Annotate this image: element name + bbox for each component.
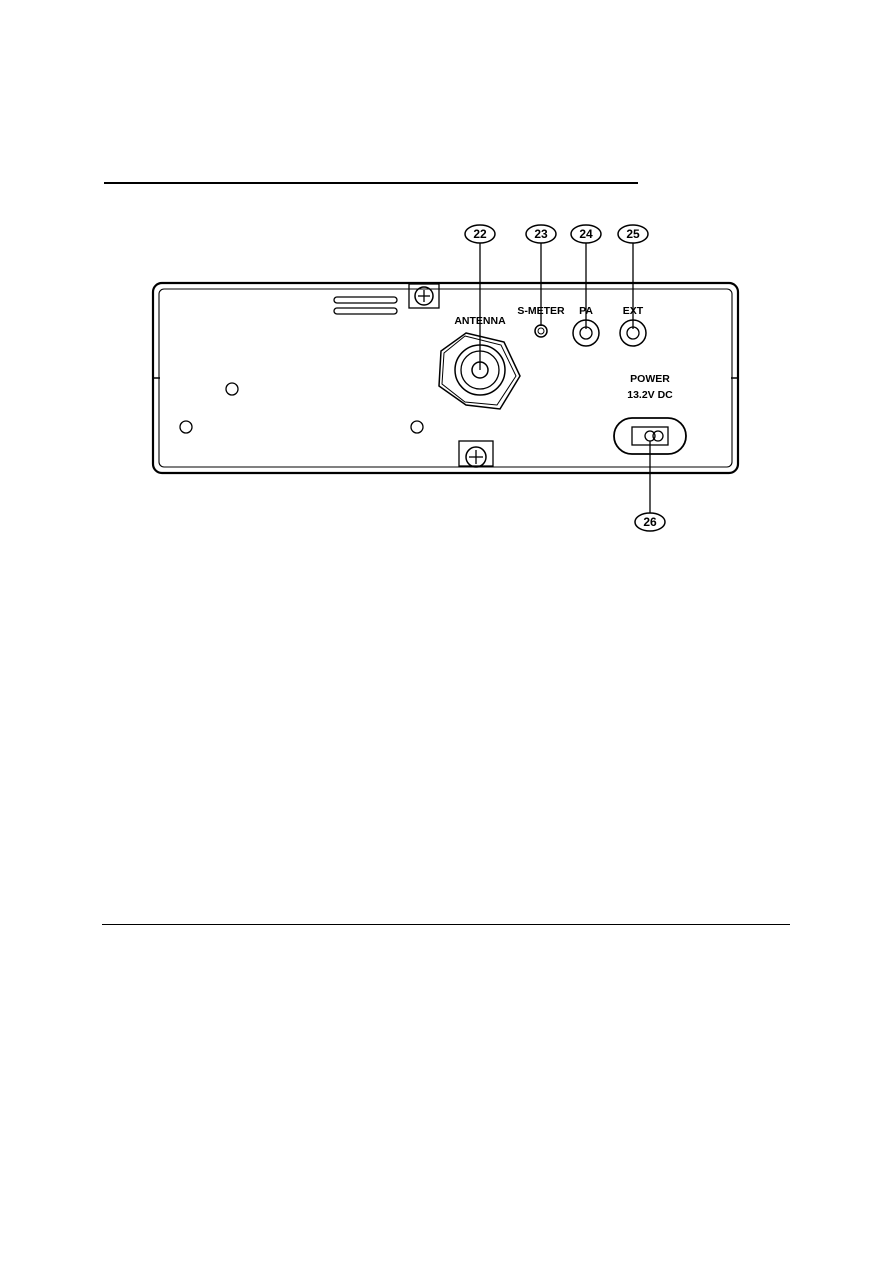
power-label: POWER bbox=[630, 373, 670, 385]
mounting-hole bbox=[225, 382, 239, 396]
mounting-hole bbox=[410, 420, 424, 434]
power-voltage-label: 13.2V DC bbox=[627, 389, 673, 401]
callout-badge-26 bbox=[634, 512, 666, 532]
s-meter-label: S-METER bbox=[517, 305, 565, 317]
callout-number-23: 23 bbox=[534, 227, 548, 241]
callout-badge-24 bbox=[570, 224, 602, 244]
mounting-holes bbox=[179, 382, 424, 434]
callout-number-24: 24 bbox=[579, 227, 593, 241]
mounting-hole bbox=[179, 420, 193, 434]
vent-slots bbox=[333, 296, 398, 315]
callout-badges bbox=[464, 224, 666, 532]
callout-number-25: 25 bbox=[626, 227, 640, 241]
bottom-rule bbox=[102, 924, 790, 925]
callout-badge-22 bbox=[464, 224, 496, 244]
callout-badge-23 bbox=[525, 224, 557, 244]
top-rule bbox=[104, 182, 638, 184]
ext-label: EXT bbox=[623, 305, 644, 317]
top-screw-icon bbox=[408, 283, 440, 309]
s-meter-jack-icon bbox=[534, 324, 548, 338]
callout-badge-25 bbox=[617, 224, 649, 244]
bottom-screw-icon bbox=[458, 440, 494, 468]
chassis bbox=[151, 281, 740, 475]
callout-number-22: 22 bbox=[473, 227, 487, 241]
pa-label: PA bbox=[579, 305, 593, 317]
antenna-label: ANTENNA bbox=[454, 315, 506, 327]
leader-lines bbox=[479, 243, 651, 513]
callout-number-26: 26 bbox=[643, 515, 657, 529]
